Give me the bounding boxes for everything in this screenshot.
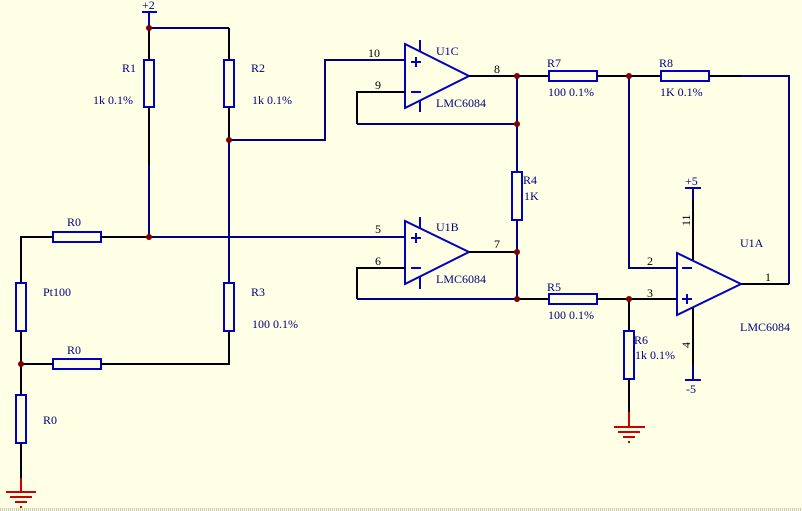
r0-bottom-ref: R0 [43, 413, 57, 427]
junction-dot [146, 25, 152, 31]
power-port-plus2[interactable]: +2 [142, 0, 157, 28]
opamp-u1c[interactable]: U1C LMC6084 [404, 40, 486, 112]
power-label-minus5: -5 [686, 382, 696, 396]
pt100-ref: Pt100 [43, 285, 71, 299]
opamp-u1a[interactable]: U1A LMC6084 [676, 236, 790, 334]
power-label-plus5: +5 [685, 174, 698, 188]
resistor-r3[interactable]: R3 100 0.1% [223, 282, 298, 332]
junction-dot [514, 296, 520, 302]
junction-dot [18, 361, 24, 367]
junction-dot [146, 234, 152, 240]
u1c-ref: U1C [436, 44, 459, 58]
r4-ref: R4 [523, 173, 537, 187]
power-label-plus2: +2 [142, 0, 155, 12]
u1a-pin-vminus: 4 [679, 342, 693, 348]
u1c-pin-minus: 9 [375, 78, 381, 92]
r3-ref: R3 [251, 285, 265, 299]
r1-ref: R1 [122, 61, 136, 75]
wire-to-u1a-minus[interactable] [628, 76, 677, 269]
resistor-r8[interactable]: R8 1K 0.1% [659, 56, 710, 99]
u1c-pin-out: 8 [494, 62, 500, 76]
u1a-pin-out: 1 [765, 270, 771, 284]
r0-mid-ref: R0 [67, 343, 81, 357]
wire-r0-top-left[interactable] [20, 236, 53, 283]
junctions [18, 25, 632, 367]
wire-u1b-minus[interactable] [356, 267, 405, 299]
junction-dot [626, 296, 632, 302]
u1c-part: LMC6084 [436, 96, 486, 110]
r6-ref: R6 [634, 333, 648, 347]
u1b-ref: U1B [436, 220, 459, 234]
u1a-ref: U1A [740, 236, 764, 250]
u1b-pin-out: 7 [494, 237, 500, 251]
r4-value: 1K [524, 189, 539, 203]
resistor-r5[interactable]: R5 100 0.1% [547, 280, 598, 322]
u1a-pin-plus: 3 [647, 286, 653, 300]
wire-to-u1c-plus[interactable] [229, 59, 405, 141]
resistor-r4[interactable]: R4 1K [511, 171, 539, 221]
resistor-r2[interactable]: R2 1k 0.1% [223, 59, 292, 108]
r0-top-ref: R0 [67, 215, 81, 229]
wire-feedback-loop[interactable] [741, 75, 790, 284]
r8-value: 1K 0.1% [660, 85, 703, 99]
junction-dot [514, 121, 520, 127]
r5-ref: R5 [547, 280, 561, 294]
u1b-pin-minus: 6 [375, 254, 381, 268]
r7-value: 100 0.1% [548, 85, 594, 99]
u1a-part: LMC6084 [740, 320, 790, 334]
power-port-plus5[interactable]: +5 [685, 174, 701, 200]
resistor-r0-bottom[interactable]: R0 [15, 394, 57, 444]
r1-value: 1k 0.1% [93, 93, 133, 107]
resistor-r1[interactable]: R1 1k 0.1% [93, 59, 155, 108]
r7-ref: R7 [547, 56, 561, 70]
resistor-r0-mid[interactable]: R0 [52, 343, 102, 370]
resistor-r0-top[interactable]: R0 [52, 215, 102, 243]
resistor-r7[interactable]: R7 100 0.1% [547, 56, 598, 99]
ground-symbol-right [614, 412, 645, 443]
u1b-pin-plus: 5 [375, 222, 381, 236]
r3-value: 100 0.1% [252, 317, 298, 331]
ground-symbol-left [6, 478, 36, 508]
resistor-r6[interactable]: R6 1k 0.1% [623, 330, 675, 380]
junction-dot [514, 73, 520, 79]
u1b-part: LMC6084 [436, 272, 486, 286]
junction-dot [226, 137, 232, 143]
u1a-pin-vplus: 11 [679, 214, 693, 226]
canvas-bottom-edge [0, 508, 802, 511]
wire-u1c-minus[interactable] [356, 91, 405, 124]
power-port-minus5[interactable]: -5 [685, 365, 701, 396]
opamp-u1b[interactable]: U1B LMC6084 [404, 217, 486, 289]
junction-dot [626, 73, 632, 79]
wire-r0-mid-right[interactable] [101, 331, 230, 365]
u1c-pin-plus: 10 [368, 46, 380, 60]
junction-dot [514, 249, 520, 255]
r2-ref: R2 [251, 61, 265, 75]
r5-value: 100 0.1% [548, 308, 594, 322]
r6-value: 1k 0.1% [635, 348, 675, 362]
u1a-pin-minus: 2 [647, 254, 653, 268]
r2-value: 1k 0.1% [252, 93, 292, 107]
r8-ref: R8 [659, 56, 673, 70]
sensor-pt100[interactable]: Pt100 [15, 282, 71, 332]
